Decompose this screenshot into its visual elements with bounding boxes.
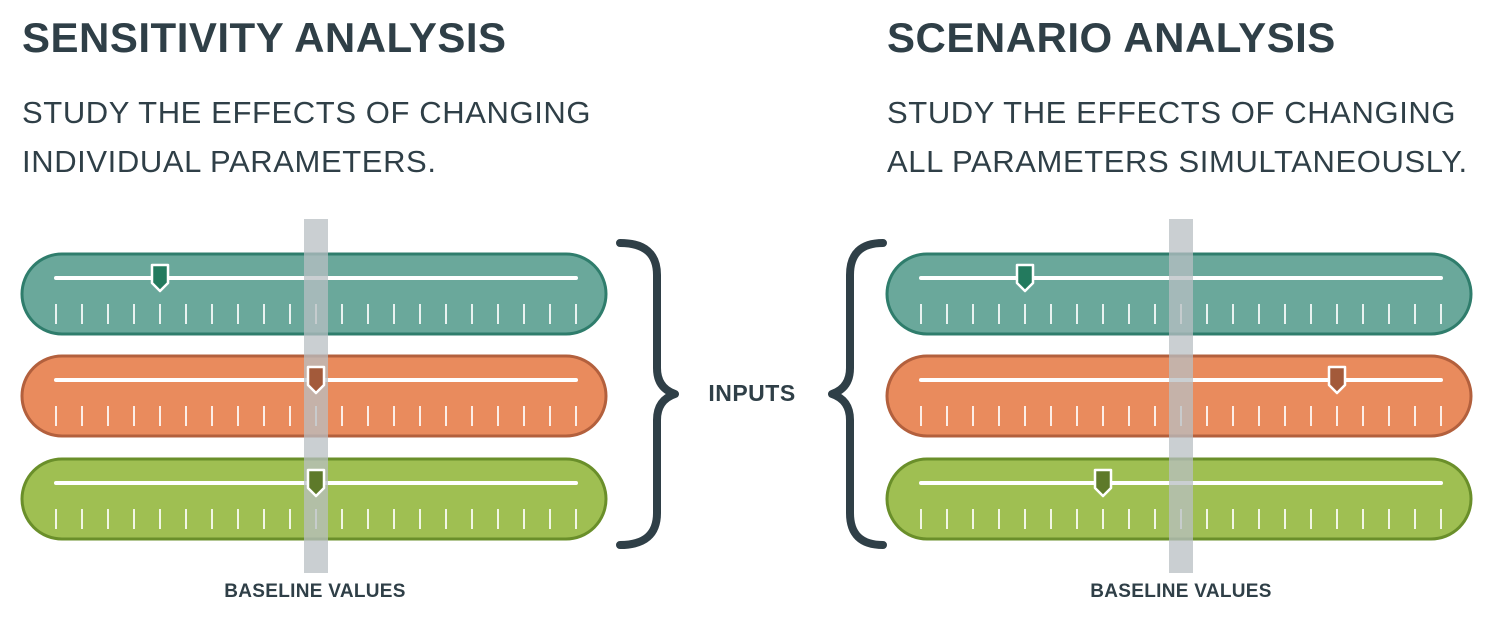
sensitivity-baseline-label: BASELINE VALUES (224, 581, 406, 602)
sensitivity-baseline-band (304, 219, 328, 573)
sensitivity-analysis-subtitle: STUDY THE EFFECTS OF CHANGING INDIVIDUAL… (22, 88, 591, 186)
sensitivity-slider-group (20, 219, 608, 573)
sensitivity-slider-green-handle[interactable] (306, 468, 326, 498)
scenario-slider-orange-handle[interactable] (1327, 365, 1347, 395)
sensitivity-slider-teal-handle[interactable] (150, 263, 170, 293)
scenario-slider-group (885, 219, 1473, 573)
sensitivity-subtitle-line-2: INDIVIDUAL PARAMETERS. (22, 144, 437, 179)
scenario-subtitle-line-2: ALL PARAMETERS SIMULTANEOUSLY. (887, 144, 1468, 179)
scenario-subtitle-line-1: STUDY THE EFFECTS OF CHANGING (887, 95, 1457, 130)
scenario-baseline-band (1169, 219, 1193, 573)
scenario-baseline-label: BASELINE VALUES (1090, 581, 1272, 602)
scenario-analysis-title: SCENARIO ANALYSIS (887, 14, 1336, 61)
sensitivity-subtitle-line-1: STUDY THE EFFECTS OF CHANGING (22, 95, 592, 130)
sensitivity-slider-orange-handle[interactable] (306, 365, 326, 395)
scenario-analysis-subtitle: STUDY THE EFFECTS OF CHANGING ALL PARAME… (887, 88, 1468, 186)
right-curly-brace (616, 239, 679, 549)
sensitivity-analysis-title: SENSITIVITY ANALYSIS (22, 14, 507, 61)
left-curly-brace (828, 239, 887, 549)
scenario-slider-teal-handle[interactable] (1015, 263, 1035, 293)
inputs-label: INPUTS (708, 380, 796, 406)
scenario-slider-green-handle[interactable] (1093, 468, 1113, 498)
